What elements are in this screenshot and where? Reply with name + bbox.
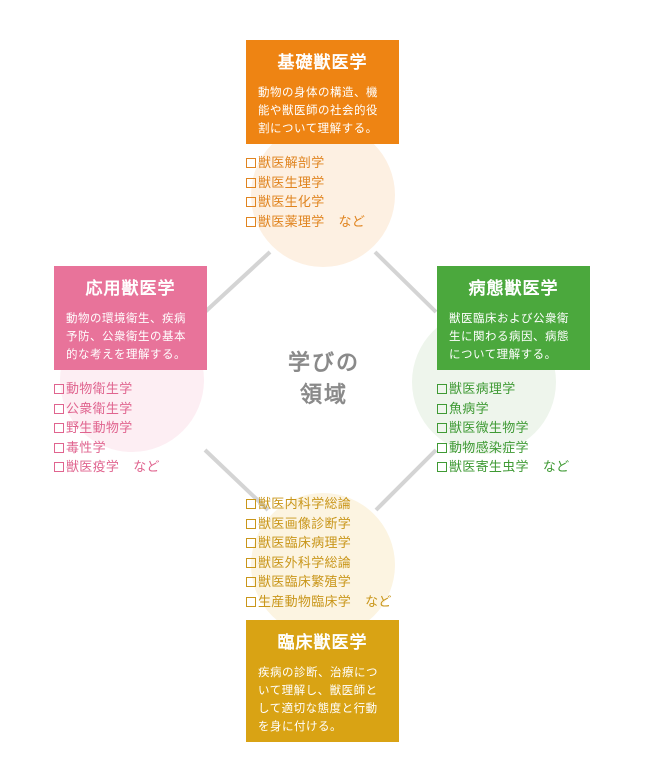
list-item: 獣医画像診断学 <box>246 515 392 535</box>
circle-kiso <box>251 123 395 267</box>
list-item: 獣医外科学総論 <box>246 554 392 574</box>
kiso-desc: 動物の身体の構造、機能や獣医師の社会的役割について理解する。 <box>258 85 378 135</box>
kiso-list: 獣医解剖学 獣医生理学 獣医生化学 獣医薬理学など <box>246 154 365 232</box>
oyo-list: 動物衛生学 公衆衛生学 野生動物学 毒性学 獣医疫学など <box>54 380 160 478</box>
list-item: 獣医内科学総論 <box>246 495 392 515</box>
oyo-title: 応用獣医学 <box>85 279 176 299</box>
connector-top-left <box>203 250 272 314</box>
rinsho-desc: 疾病の診断、治療について理解し、獣医師として適切な態度と行動を身に付ける。 <box>258 665 378 733</box>
byotai-list: 獣医病理学 魚病学 獣医微生物学 動物感染症学 獣医寄生虫学など <box>437 380 569 478</box>
list-item: 公衆衛生学 <box>54 400 160 420</box>
list-item: 獣医臨床病理学 <box>246 534 392 554</box>
connector-bottom-right <box>374 448 438 512</box>
checkbox-icon <box>54 384 64 394</box>
list-item: 獣医生化学 <box>246 193 365 213</box>
center-title: 学びの 領域 <box>264 348 384 412</box>
rinsho-title: 臨床獣医学 <box>277 633 368 653</box>
checkbox-icon <box>246 177 256 188</box>
list-item: 野生動物学 <box>54 419 160 439</box>
oyo-box: 応用獣医学 動物の環境衛生、疾病予防、公衆衛生の基本的な考えを理解する。 <box>54 266 207 370</box>
list-item: 動物衛生学 <box>54 380 160 400</box>
rinsho-list: 獣医内科学総論 獣医画像診断学 獣医臨床病理学 獣医外科学総論 獣医臨床繁殖学 … <box>246 495 392 613</box>
oyo-desc: 動物の環境衛生、疾病予防、公衆衛生の基本的な考えを理解する。 <box>66 311 186 361</box>
checkbox-icon <box>54 462 64 473</box>
list-item: 獣医寄生虫学など <box>437 458 569 478</box>
list-item: 獣医生理学 <box>246 174 365 194</box>
kiso-title: 基礎獣医学 <box>277 53 368 73</box>
checkbox-icon <box>246 577 256 588</box>
oyo-suffix: など <box>133 460 160 476</box>
list-item: 獣医臨床繁殖学 <box>246 573 392 593</box>
checkbox-icon <box>437 384 447 394</box>
list-item: 生産動物臨床学など <box>246 593 392 613</box>
kiso-suffix: など <box>338 214 366 230</box>
checkbox-icon <box>437 423 447 434</box>
list-item: 獣医微生物学 <box>437 419 569 439</box>
checkbox-icon <box>437 442 447 453</box>
list-item: 獣医病理学 <box>437 380 569 400</box>
list-item: 毒性学 <box>54 439 160 459</box>
checkbox-icon <box>246 538 256 549</box>
center-title-line1: 学びの <box>287 351 360 376</box>
list-item: 動物感染症学 <box>437 439 569 459</box>
byotai-desc: 獣医臨床および公衆衛生に関わる病因、病態について理解する。 <box>449 311 569 361</box>
rinsho-box: 臨床獣医学 疾病の診断、治療について理解し、獣医師として適切な態度と行動を身に付… <box>246 620 399 742</box>
checkbox-icon <box>246 518 256 529</box>
byotai-suffix: など <box>542 460 570 476</box>
checkbox-icon <box>437 462 447 473</box>
checkbox-icon <box>246 557 256 568</box>
byotai-title: 病態獣医学 <box>468 279 559 299</box>
checkbox-icon <box>54 442 64 453</box>
list-item: 獣医疫学など <box>54 458 160 478</box>
checkbox-icon <box>246 596 256 607</box>
checkbox-icon <box>246 197 256 208</box>
checkbox-icon <box>246 499 256 509</box>
rinsho-suffix: など <box>365 594 392 610</box>
center-title-line2: 領域 <box>299 383 348 408</box>
checkbox-icon <box>246 216 256 227</box>
list-item: 獣医薬理学など <box>246 213 365 233</box>
kiso-box: 基礎獣医学 動物の身体の構造、機能や獣医師の社会的役割について理解する。 <box>246 40 399 144</box>
byotai-box: 病態獣医学 獣医臨床および公衆衛生に関わる病因、病態について理解する。 <box>437 266 590 370</box>
list-item: 獣医解剖学 <box>246 154 365 174</box>
checkbox-icon <box>246 158 256 168</box>
circle-rinsho <box>251 493 395 637</box>
connector-top-right <box>373 250 438 314</box>
checkbox-icon <box>54 423 64 434</box>
list-item: 魚病学 <box>437 400 569 420</box>
checkbox-icon <box>54 403 64 414</box>
connector-bottom-left <box>203 448 270 512</box>
checkbox-icon <box>437 403 447 414</box>
